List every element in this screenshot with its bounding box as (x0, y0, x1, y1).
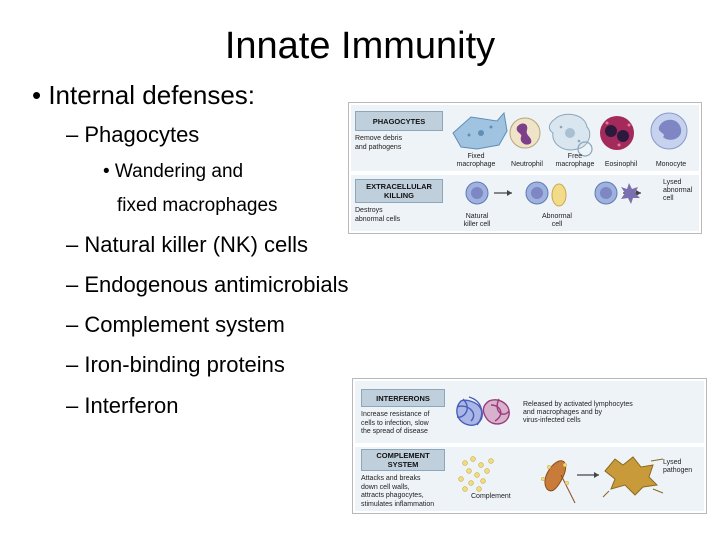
figure-phagocytes-killing: PHAGOCYTES Remove debris and pathogens E… (348, 102, 702, 234)
label-monocyte: Monocyte (655, 161, 687, 168)
cell-illustrations-bottom (456, 396, 664, 504)
label-complement: Complement (471, 493, 511, 500)
complement-description: Attacks and breaks down cell walls, attr… (361, 475, 435, 508)
slide-title: Innate Immunity (224, 25, 496, 67)
figure-interferons-complement: INTERFERONS Increase resistance of cells… (352, 378, 707, 514)
bullet-iron-binding: – Iron-binding proteins (66, 352, 285, 377)
cell-illustrations-top (452, 111, 688, 207)
label-fixed-macrophage: Fixed macrophage (456, 153, 496, 168)
phagocytes-description: Remove debris and pathogens (355, 135, 403, 151)
interferons-note: Released by activated lymphocytes and ma… (523, 401, 633, 424)
label-eosinophil: Eosinophil (604, 161, 638, 168)
bullet-fixed-macrophages: fixed macrophages (117, 195, 278, 216)
bullet-nk-cells: – Natural killer (NK) cells (66, 232, 309, 257)
killing-header: EXTRACELLULAR KILLING (355, 179, 443, 203)
label-free-macrophage: Free macrophage (555, 153, 595, 168)
bullet-complement-system: – Complement system (66, 312, 285, 337)
bullet-wandering: • Wandering and (103, 161, 244, 182)
label-natural-killer-cell: Natural killer cell (463, 213, 491, 228)
bullet-phagocytes: – Phagocytes (66, 122, 200, 147)
bullet-interferon: – Interferon (66, 393, 179, 418)
label-lysed-pathogen: Lysed pathogen (663, 459, 693, 474)
bullet-internal-defenses: • Internal defenses: (32, 80, 256, 110)
bullet-endogenous-antimicrobials: – Endogenous antimicrobials (66, 272, 349, 297)
killing-description: Destroys abnormal cells (355, 207, 401, 223)
label-lysed-abnormal-cell: Lysed abnormal cell (663, 179, 693, 202)
complement-header: COMPLEMENT SYSTEM (361, 449, 445, 471)
label-neutrophil: Neutrophil (511, 161, 543, 168)
label-abnormal-cell: Abnormal cell (542, 213, 572, 228)
interferons-description: Increase resistance of cells to infectio… (361, 411, 430, 435)
phagocytes-header: PHAGOCYTES (355, 111, 443, 131)
interferons-header: INTERFERONS (361, 389, 445, 407)
